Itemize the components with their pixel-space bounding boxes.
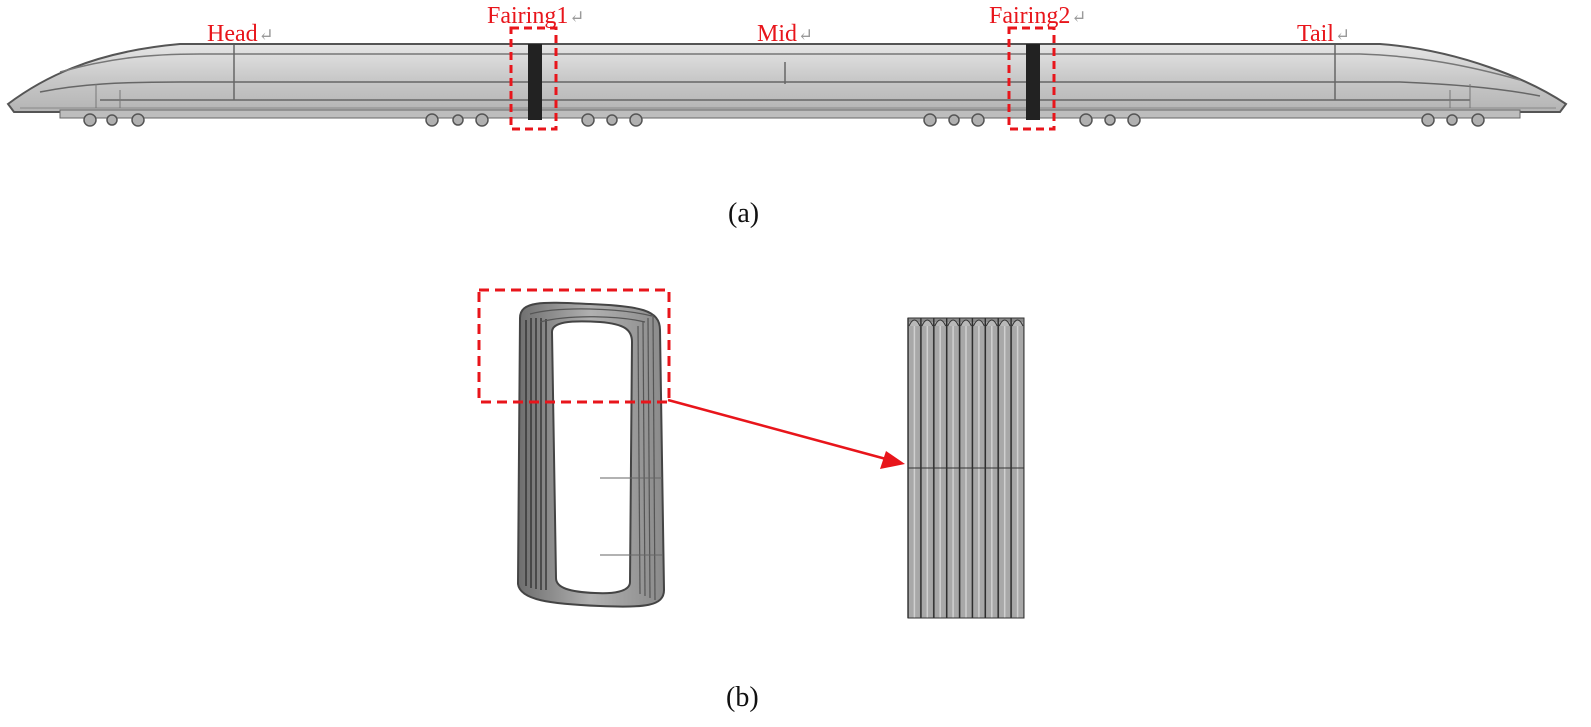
label-head: Head↵ <box>207 22 274 46</box>
caption-b: (b) <box>726 682 759 713</box>
rib-cap <box>960 319 972 327</box>
return-mark-icon: ↵ <box>1071 7 1087 27</box>
label-fairing1-text: Fairing1 <box>487 3 569 29</box>
return-mark-icon: ↵ <box>1334 25 1351 45</box>
return-mark-icon: ↵ <box>258 25 274 45</box>
train-side-view <box>6 43 1568 127</box>
fairing-ring <box>516 301 666 608</box>
label-fairing2: Fairing2↵ <box>989 4 1086 28</box>
rib-detail-enlarged <box>907 317 1025 619</box>
rib-cap <box>908 319 921 327</box>
rib-cap <box>985 319 998 327</box>
bogie-group <box>83 113 1485 127</box>
fairing2-body <box>1026 44 1040 120</box>
rib-cap <box>947 319 960 327</box>
return-mark-icon: ↵ <box>798 25 814 45</box>
ring-zoom-box <box>477 288 671 404</box>
label-mid: Mid↵ <box>757 22 813 46</box>
return-mark-icon: ↵ <box>569 7 585 27</box>
rib-cap <box>1011 319 1024 327</box>
fairing1-body <box>528 44 542 120</box>
label-tail: Tail↵ <box>1297 22 1350 46</box>
train-body <box>6 43 1568 113</box>
label-fairing2-text: Fairing2 <box>989 3 1071 29</box>
rib-cap <box>934 319 947 327</box>
rib-cap <box>921 319 934 327</box>
caption-a: (a) <box>728 198 760 229</box>
fairing1-highlight-box <box>509 26 558 131</box>
label-fairing1: Fairing1↵ <box>487 4 584 28</box>
rib-cap <box>998 319 1011 327</box>
fairing2-highlight-box <box>1007 26 1056 131</box>
label-tail-text: Tail <box>1297 21 1334 47</box>
zoom-arrow <box>667 398 905 469</box>
label-head-text: Head <box>207 21 258 47</box>
label-mid-text: Mid <box>757 21 798 47</box>
rib-cap <box>972 319 985 327</box>
